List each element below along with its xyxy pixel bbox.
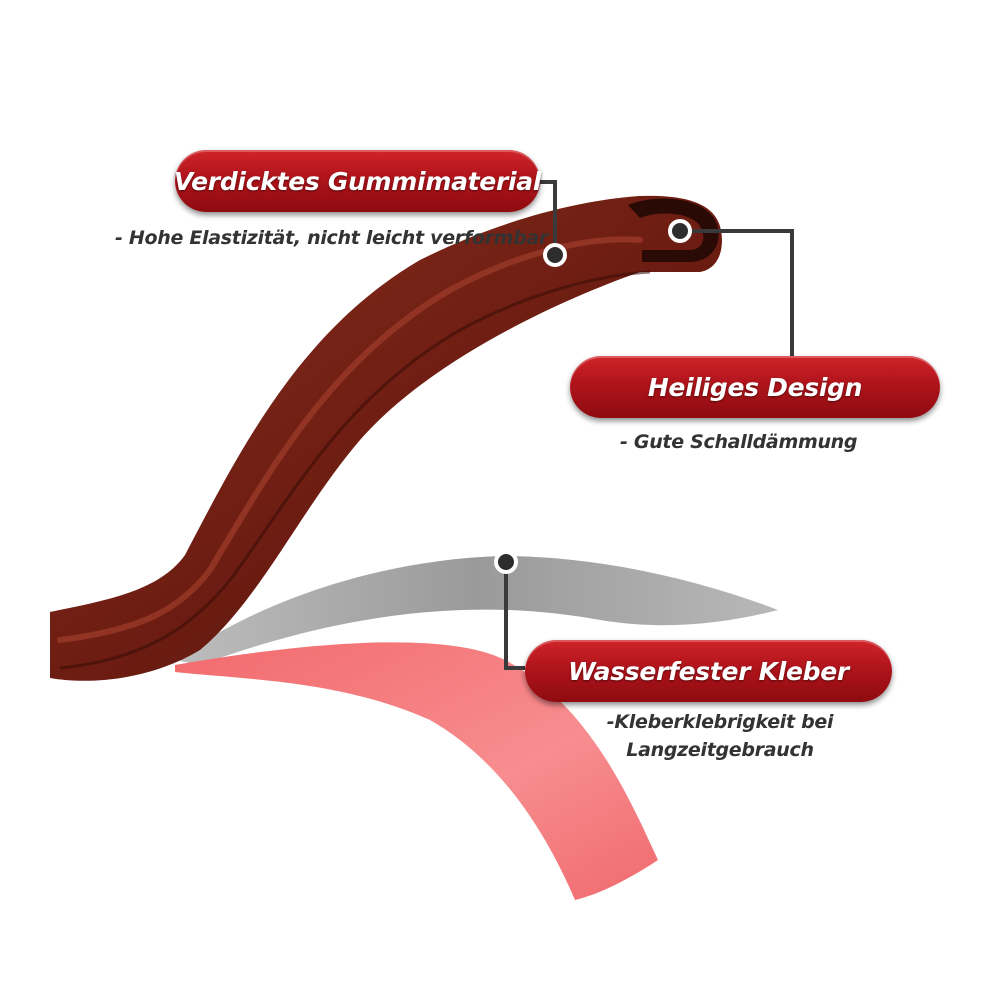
adhesive-description-line1: -Kleberklebrigkeit bei xyxy=(606,711,834,733)
leader-line-material xyxy=(540,180,557,255)
adhesive-description-line2: Langzeitgebrauch xyxy=(626,739,814,761)
leader-dot-material xyxy=(543,243,567,267)
leader-line-design xyxy=(680,229,794,358)
material-title: Verdicktes Gummimaterial xyxy=(173,166,542,196)
design-title: Heiliges Design xyxy=(647,372,863,402)
backing-liner-strip xyxy=(175,556,778,665)
adhesive-film-strip xyxy=(175,642,658,900)
design-label: Heiliges Design xyxy=(570,356,940,418)
material-description: - Hohe Elastizität, nicht leicht verform… xyxy=(115,227,549,249)
design-description: - Gute Schalldämmung xyxy=(620,431,858,453)
leader-line-adhesive xyxy=(504,562,525,670)
material-label: Verdicktes Gummimaterial xyxy=(173,150,542,212)
rubber-seal-edge xyxy=(59,270,651,670)
adhesive-title: Wasserfester Kleber xyxy=(568,656,849,686)
leader-dot-design xyxy=(668,219,692,243)
adhesive-label: Wasserfester Kleber xyxy=(525,640,892,702)
leader-dot-adhesive xyxy=(494,550,518,574)
rubber-seal-profile xyxy=(628,198,719,262)
adhesive-description: -Kleberklebrigkeit bei Langzeitgebrauch xyxy=(560,708,880,764)
